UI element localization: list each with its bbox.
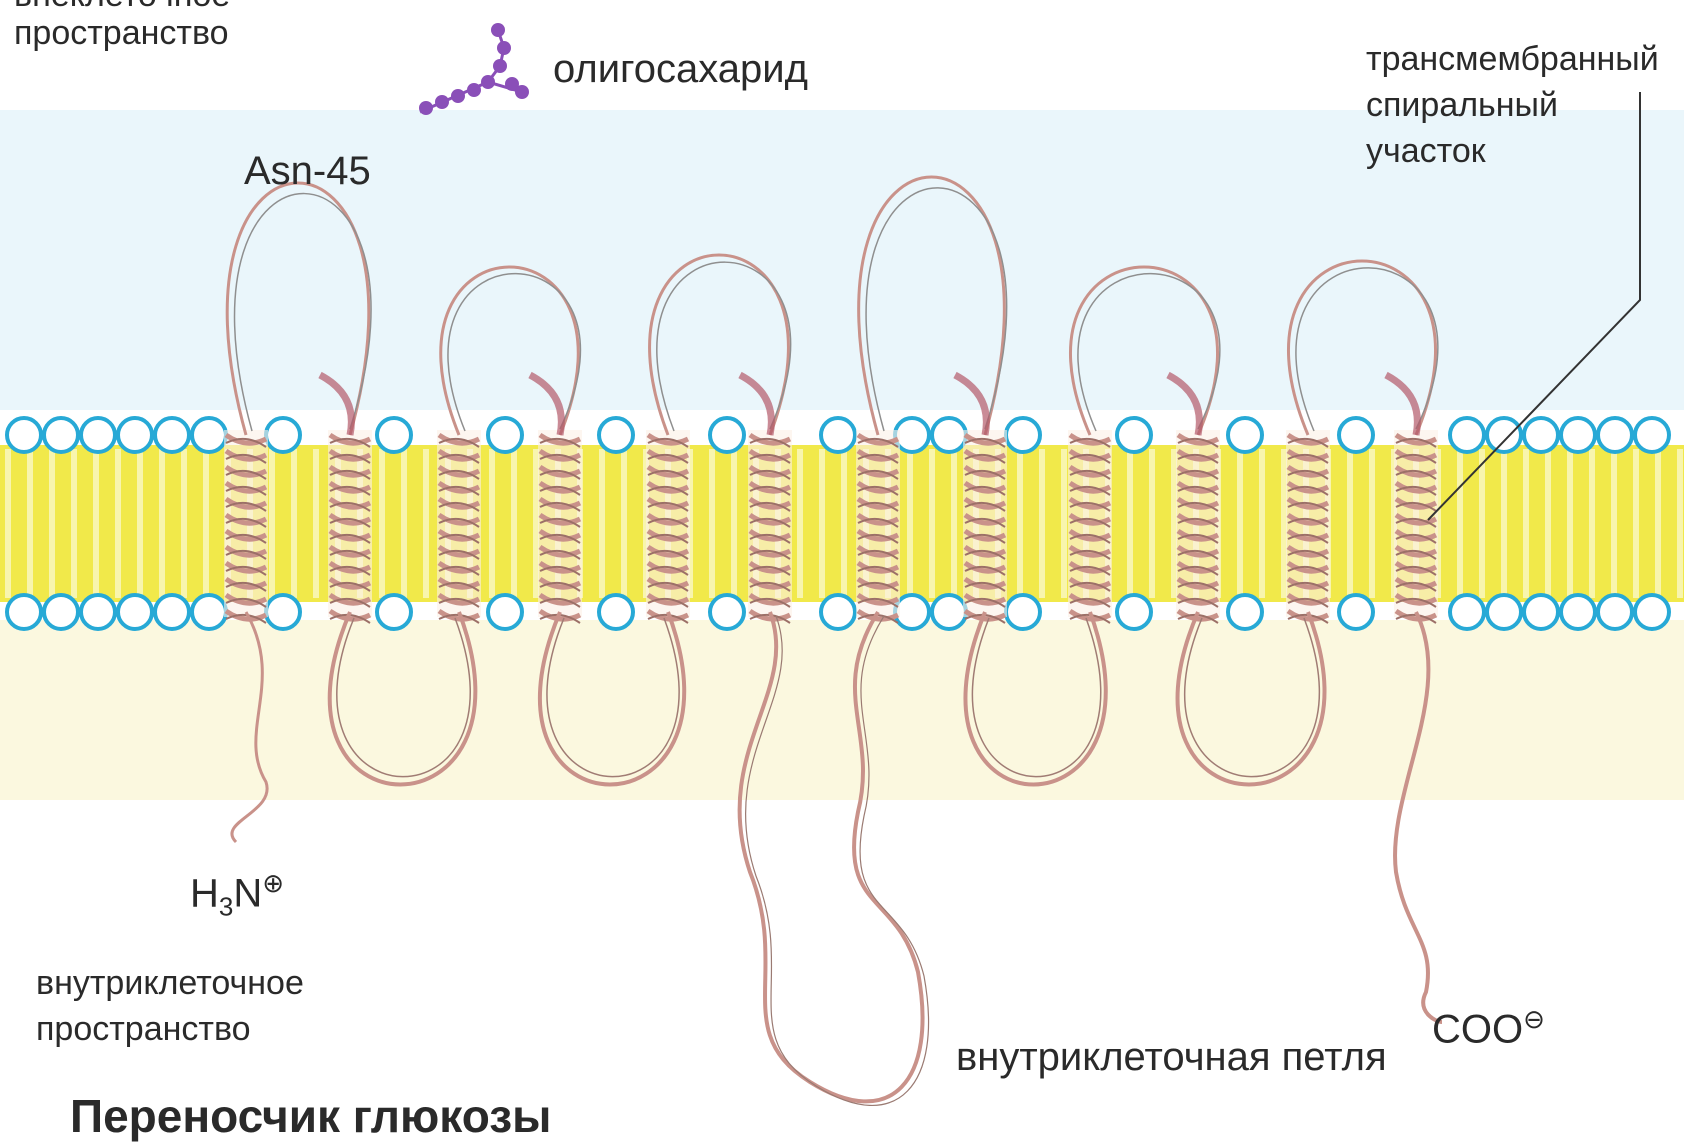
tm-helix	[856, 430, 900, 623]
lipid-headgroup-inner	[488, 595, 522, 629]
lipid-headgroup-outer	[7, 418, 41, 452]
lipid-headgroup-outer	[1450, 418, 1484, 452]
asn-45-label: Asn-45	[244, 150, 371, 192]
lipid-headgroup-inner	[599, 595, 633, 629]
tm-helix	[1286, 430, 1330, 623]
intracellular-tint-band	[0, 620, 1684, 800]
oligosaccharide-residue	[491, 23, 505, 37]
lipid-headgroup-inner	[821, 595, 855, 629]
n-terminus-h: H	[190, 871, 219, 915]
tm-helix	[748, 430, 792, 623]
n-terminus-n: N	[233, 871, 262, 915]
lipid-headgroup-outer	[1339, 418, 1373, 452]
lipid-headgroup-inner	[7, 595, 41, 629]
lipid-headgroup-inner	[895, 595, 929, 629]
lipid-headgroup-outer	[44, 418, 78, 452]
lipid-headgroup-outer	[1524, 418, 1558, 452]
tm-helix	[1176, 430, 1220, 623]
tm-helix	[538, 430, 582, 623]
lipid-headgroup-inner	[932, 595, 966, 629]
lipid-headgroup-inner	[118, 595, 152, 629]
lipid-headgroup-outer	[118, 418, 152, 452]
lipid-headgroup-outer	[1117, 418, 1151, 452]
tm-helix	[1068, 430, 1112, 623]
tm-helix	[437, 430, 481, 623]
tm-helix	[1394, 430, 1438, 623]
intracellular-label-line1: внутриклеточное	[36, 966, 304, 1002]
oligosaccharide-residue	[481, 75, 495, 89]
lipid-headgroup-inner	[155, 595, 189, 629]
oligosaccharide-residue	[497, 41, 511, 55]
figure-caption: Переносчик глюкозы	[70, 1092, 551, 1140]
tm-helix-label-line2: спиральный	[1366, 88, 1558, 124]
lipid-headgroup-outer	[895, 418, 929, 452]
oligosaccharide-residue	[451, 89, 465, 103]
c-terminus-label: COO⊖	[1432, 1006, 1545, 1050]
oligosaccharide-label: олигосахарид	[553, 48, 808, 90]
lipid-headgroup-outer	[599, 418, 633, 452]
n-terminus-subscript: 3	[219, 891, 233, 921]
extracellular-space-label: пространство	[14, 16, 229, 52]
lipid-headgroup-inner	[1524, 595, 1558, 629]
tm-helix	[963, 430, 1007, 623]
lipid-headgroup-outer	[266, 418, 300, 452]
c-terminus-charge: ⊖	[1523, 1004, 1545, 1034]
oligosaccharide-residue	[467, 83, 481, 97]
n-terminus-label: H3N⊕	[190, 870, 284, 921]
lipid-headgroup-outer	[1228, 418, 1262, 452]
oligosaccharide-residue	[435, 95, 449, 109]
lipid-headgroup-inner	[1635, 595, 1669, 629]
lipid-headgroup-outer	[377, 418, 411, 452]
tm-helix	[646, 430, 690, 623]
intracellular-label-line2: пространство	[36, 1012, 251, 1048]
lipid-headgroup-inner	[1117, 595, 1151, 629]
lipid-headgroup-inner	[1228, 595, 1262, 629]
lipid-headgroup-inner	[710, 595, 744, 629]
extracellular-label-partial: внеклеточное	[14, 0, 230, 14]
tm-helix	[328, 430, 372, 623]
lipid-headgroup-inner	[81, 595, 115, 629]
lipid-headgroup-inner	[1450, 595, 1484, 629]
oligosaccharide-residue	[419, 101, 433, 115]
lipid-headgroup-inner	[1561, 595, 1595, 629]
intracellular-loop-label: внутриклеточная петля	[956, 1036, 1387, 1078]
lipid-headgroup-outer	[192, 418, 226, 452]
lipid-headgroup-outer	[488, 418, 522, 452]
n-terminus-charge: ⊕	[262, 868, 284, 898]
lipid-headgroup-outer	[1006, 418, 1040, 452]
tm-helix-label-line1: трансмембранный	[1366, 42, 1659, 78]
tm-helix-label-line3: участок	[1366, 134, 1486, 170]
lipid-headgroup-outer	[1635, 418, 1669, 452]
tm-helix	[224, 430, 268, 623]
lipid-headgroup-inner	[1006, 595, 1040, 629]
lipid-headgroup-outer	[1487, 418, 1521, 452]
oligosaccharide-residue	[493, 59, 507, 73]
lipid-headgroup-inner	[1598, 595, 1632, 629]
lipid-headgroup-outer	[710, 418, 744, 452]
lipid-headgroup-outer	[81, 418, 115, 452]
lipid-headgroup-inner	[44, 595, 78, 629]
lipid-headgroup-inner	[377, 595, 411, 629]
lipid-headgroup-inner	[266, 595, 300, 629]
lipid-headgroup-outer	[155, 418, 189, 452]
lipid-headgroup-inner	[192, 595, 226, 629]
oligosaccharide-residue	[515, 85, 529, 99]
lipid-headgroup-outer	[1598, 418, 1632, 452]
lipid-headgroup-inner	[1339, 595, 1373, 629]
lipid-headgroup-outer	[1561, 418, 1595, 452]
lipid-headgroup-outer	[821, 418, 855, 452]
lipid-headgroup-outer	[932, 418, 966, 452]
c-terminus-text: COO	[1432, 1007, 1523, 1051]
lipid-headgroup-inner	[1487, 595, 1521, 629]
